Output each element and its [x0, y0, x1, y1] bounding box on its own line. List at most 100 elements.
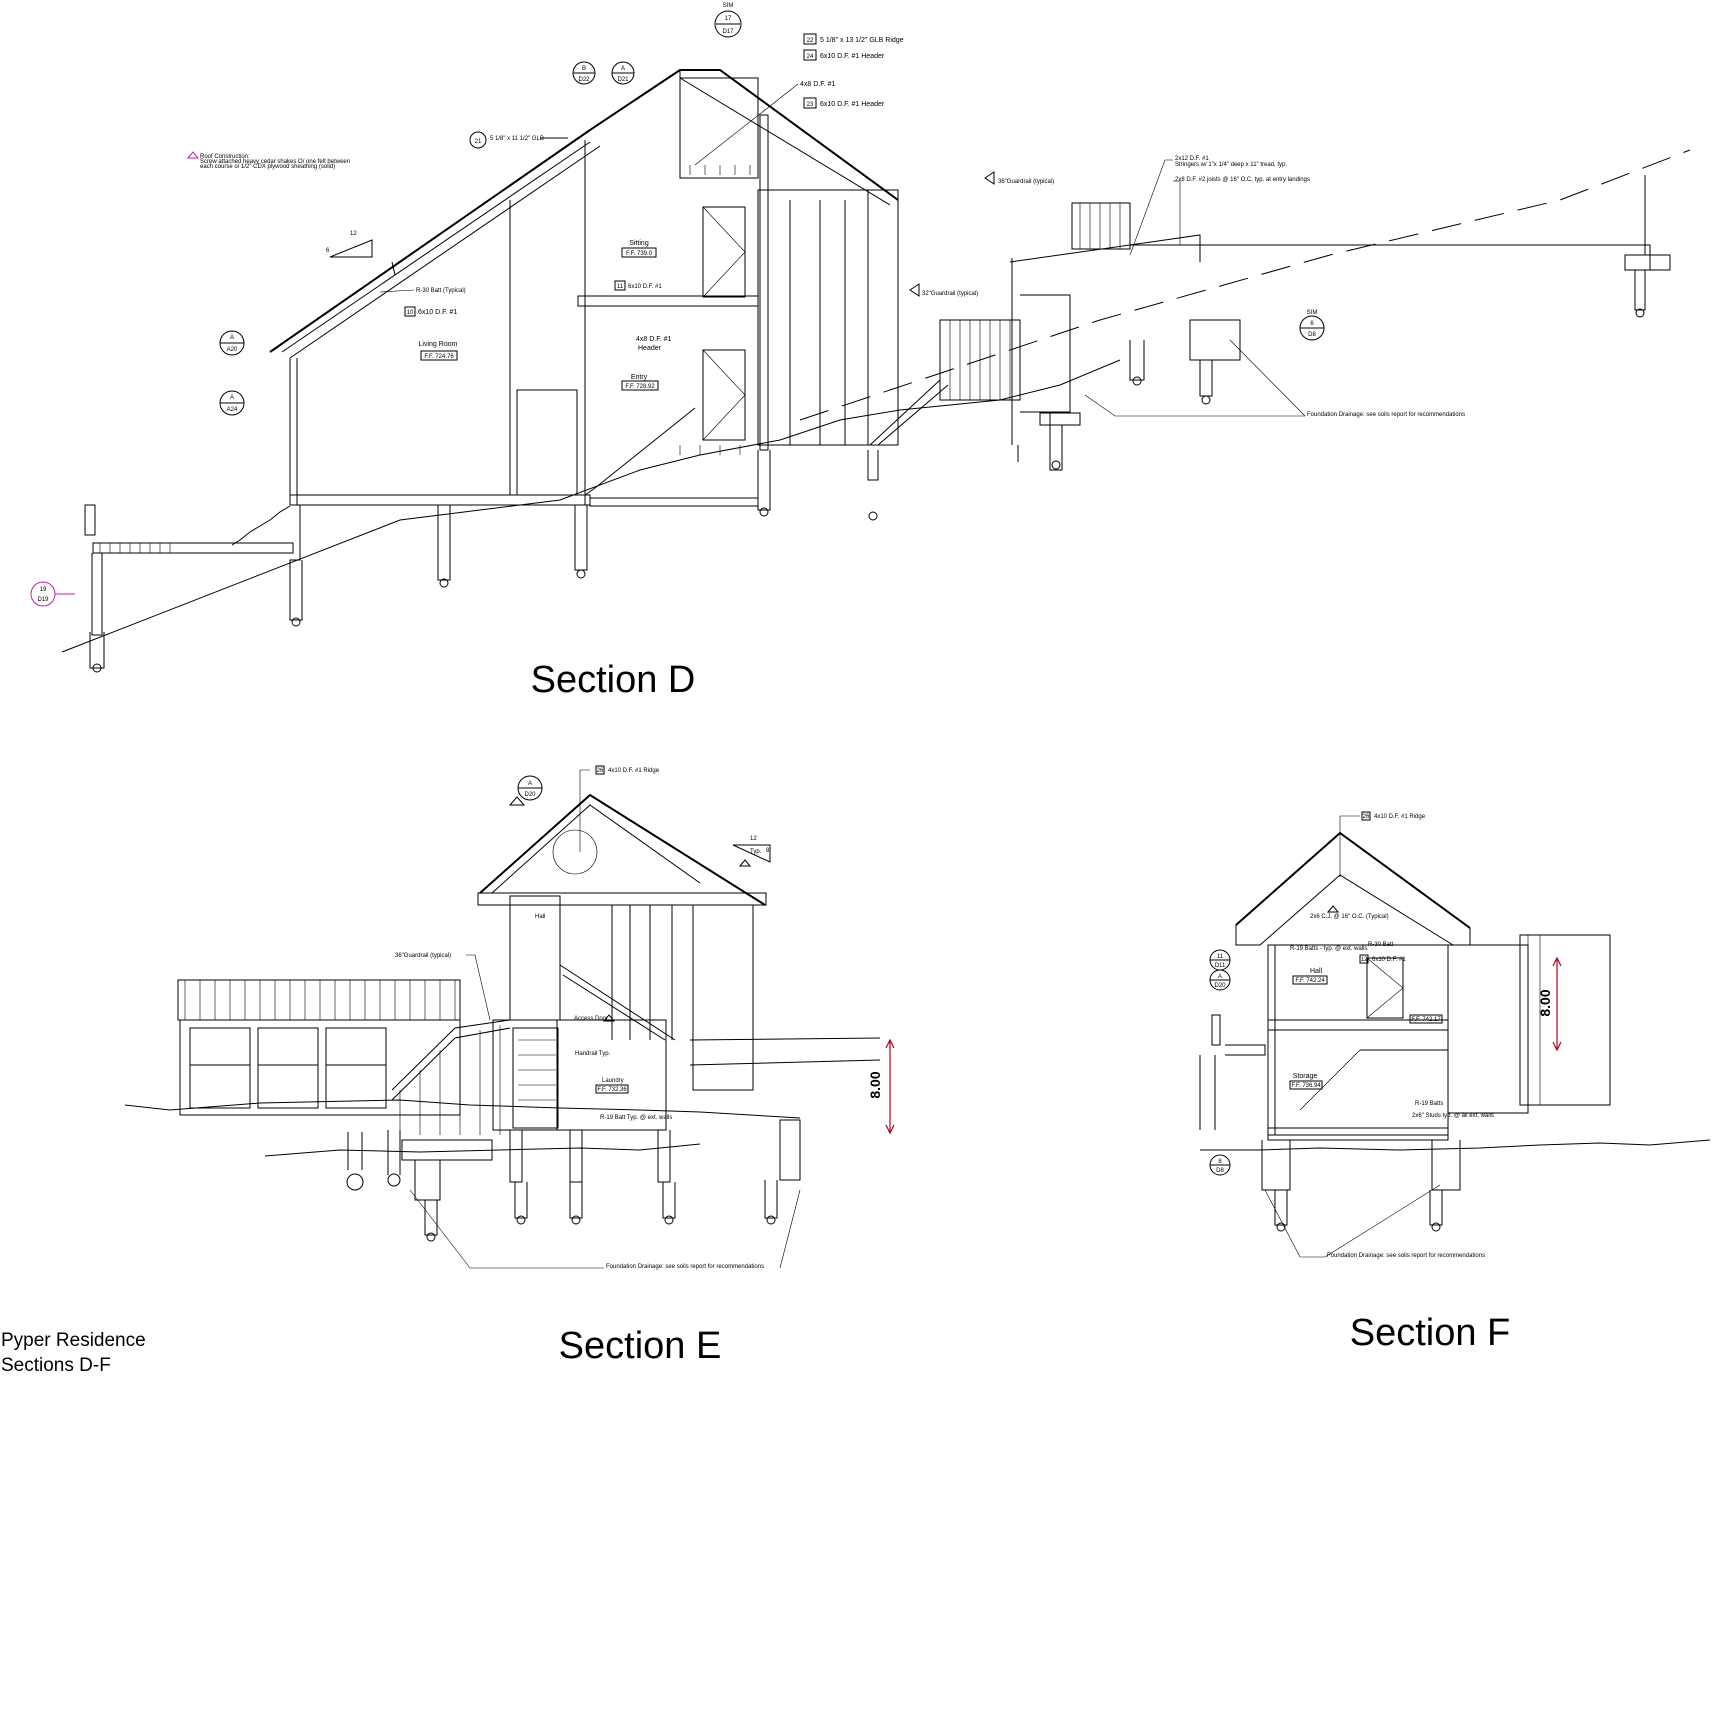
note-joists: 2x8 D.F. #2 joists @ 16" O.C. typ. at en… — [1175, 177, 1310, 183]
tag-num: 11 — [1217, 954, 1224, 960]
tag-sheet: A20 — [227, 347, 238, 353]
deck-d — [30, 175, 1671, 673]
tag-num: 19 — [40, 587, 47, 593]
note-guard32: 32"Guardrail (typical) — [922, 291, 978, 297]
section-d: SIM 17 D17 B D22 A D21 A A20 A A24 19 D1… — [30, 3, 1691, 701]
callout-num: 24 — [807, 54, 814, 60]
house-d — [231, 69, 899, 546]
grade-dashed — [799, 149, 1691, 421]
grade-line-f — [1200, 1139, 1711, 1151]
ff-storage: F.F. 736.94 — [1291, 1083, 1321, 1089]
tag-sheet: D8 — [1308, 332, 1316, 338]
callout-header: 6x10 D.F. #1 — [418, 309, 457, 316]
note-ridge-f: 4x10 D.F. #1 Ridge — [1374, 814, 1426, 820]
ff-f2: F.F. 742.17 — [1411, 1017, 1441, 1023]
tag-num: B — [582, 66, 586, 72]
section-e: 8.00 A D20 26 4x10 D.F. #1 Ridge 36"Guar… — [124, 765, 895, 1367]
ff-living: F.F. 724.76 — [424, 354, 454, 360]
note-foundation-drainage: Foundation Drainage: see soils report fo… — [1307, 412, 1465, 418]
callout-num: 22 — [807, 38, 814, 44]
note-foundation-f: Foundation Drainage: see soils report fo… — [1327, 1253, 1485, 1259]
ff-hall-f: F.F. 742.24 — [1295, 978, 1325, 984]
tag-num: A — [621, 66, 625, 72]
section-e-title: Section E — [559, 1325, 722, 1367]
note-guard36: 36"Guardrail (typical) — [998, 179, 1054, 185]
tag-num: 6 — [1310, 321, 1314, 327]
section-d-callouts: 22 5 1/8" x 13 1/2" GLB Ridge 24 6x10 D.… — [404, 33, 904, 317]
note-stringers-b: Stringers w/ 1"x 1/4" deep x 11" tread, … — [1175, 162, 1287, 168]
section-d-tags: SIM 17 D17 B D22 A D21 A A20 A A24 19 D1… — [37, 3, 1325, 603]
note-studs: 2x6" Studs typ. @ all ext. walls — [1412, 1113, 1494, 1119]
room-storage: Storage — [1293, 1073, 1318, 1080]
note-roof-line2: Screw attached heavy cedar shakes O/ one… — [200, 159, 350, 165]
sheet-subtitle: Sections D-F — [1, 1355, 111, 1376]
slope-run-e: 8 — [766, 848, 770, 854]
section-d-notes: 4x8 D.F. #1 4x8 D.F. #1 Header R-30 Batt… — [186, 81, 1465, 418]
room-laundry: Laundry — [602, 1078, 624, 1084]
section-f: 8.00 11 D11 A D20 8 D8 26 4x10 D.F. #1 R… — [1199, 811, 1711, 1354]
title-block: Pyper Residence Sections D-F — [1, 1328, 146, 1378]
room-entry: Entry — [631, 374, 648, 381]
tag-top: SIM — [1307, 310, 1318, 316]
tag-sheet: D17 — [722, 29, 734, 35]
ff-sitting: F.F. 739.0 — [626, 251, 653, 257]
room-hall-e: Hall — [535, 914, 545, 920]
ff-entry: F.F. 728.92 — [625, 384, 655, 390]
ff-laundry: F.F. 732.36 — [597, 1087, 627, 1093]
slope-run: 6 — [326, 248, 330, 254]
tag-sheet: D19 — [37, 597, 49, 603]
tag-num: 8 — [1218, 1159, 1222, 1165]
note-r19-batts-b: R-19 Batts — [1415, 1101, 1443, 1107]
note-foundation-e: Foundation Drainage: see soils report fo… — [606, 1264, 764, 1270]
slope-rise-e: 12 — [750, 836, 757, 842]
tag-num: 17 — [725, 16, 732, 22]
note-4x8: 4x8 D.F. #1 — [800, 81, 836, 88]
tag-num: A — [230, 335, 234, 341]
room-living: Living Room — [419, 341, 458, 348]
note-cj: 2x6 C.J. @ 16" O.C. (Typical) — [1310, 914, 1389, 920]
note-batt-e: R-19 Batt Typ. @ ext. walls — [600, 1115, 672, 1121]
section-f-title: Section F — [1350, 1312, 1511, 1354]
note-header-f: 6x10 D.F. #1 — [1372, 957, 1406, 963]
note-roof-construction: Roof Construction: — [200, 154, 250, 160]
note-handrail: Handrail Typ. — [575, 1051, 611, 1057]
tag-num: A — [528, 781, 532, 787]
note-guard-e: 36"Guardrail (typical) — [395, 953, 451, 959]
callout-num: 10 — [407, 310, 414, 316]
note-ridge-e: 4x10 D.F. #1 Ridge — [608, 768, 660, 774]
note-r30-batt-f: R-30 Batt — [1368, 942, 1394, 948]
callout-glb: 5 1/8" x 11 1/2" GLB — [490, 136, 544, 142]
callout-num: 23 — [807, 102, 814, 108]
tag-num: A — [1218, 974, 1222, 980]
tag-sheet: D8 — [1216, 1168, 1224, 1174]
project-name: Pyper Residence — [1, 1330, 146, 1351]
tag-top-sim-d17: SIM — [723, 3, 734, 9]
callout-glb-ridge: 5 1/8" x 13 1/2" GLB Ridge — [820, 37, 904, 44]
callout-num: 21 — [475, 139, 482, 145]
note-4x8-b: 4x8 D.F. #1 — [636, 336, 672, 343]
callout-num: 26 — [597, 768, 604, 774]
section-d-title: Section D — [531, 659, 696, 701]
callout-num: 12 — [1361, 957, 1368, 963]
note-stringers: 2x12 D.F. #1 — [1175, 156, 1209, 162]
grade-line — [61, 384, 1061, 653]
tag-sheet: D20 — [524, 792, 536, 798]
note-roof-line3: each course o/ 1/2" CDX plywood sheathin… — [200, 164, 335, 170]
tag-sheet: D11 — [1215, 963, 1226, 969]
note-r30-batt: R-30 Batt (Typical) — [416, 288, 466, 294]
tag-sheet: D22 — [578, 77, 590, 83]
slope-label-e: Typ. — [750, 849, 762, 855]
note-header: Header — [638, 345, 662, 352]
note-r19-batts: R-19 Batts - typ. @ ext. walls — [1290, 946, 1367, 952]
room-hall-f: Hall — [1310, 968, 1323, 975]
tag-sheet: D21 — [617, 77, 629, 83]
note-access-door: Access Door — [574, 1016, 608, 1022]
tag-sheet: D20 — [1214, 983, 1226, 989]
callout-header: 6x10 D.F. #1 — [628, 284, 662, 290]
section-d-rooms: Sitting F.F. 739.0 Living Room F.F. 724.… — [419, 240, 659, 391]
callout-header: 6x10 D.F. #1 Header — [820, 53, 885, 60]
dimension-label-e: 8.00 — [867, 1071, 883, 1098]
room-sitting: Sitting — [629, 240, 649, 247]
callout-header: 6x10 D.F. #1 Header — [820, 101, 885, 108]
